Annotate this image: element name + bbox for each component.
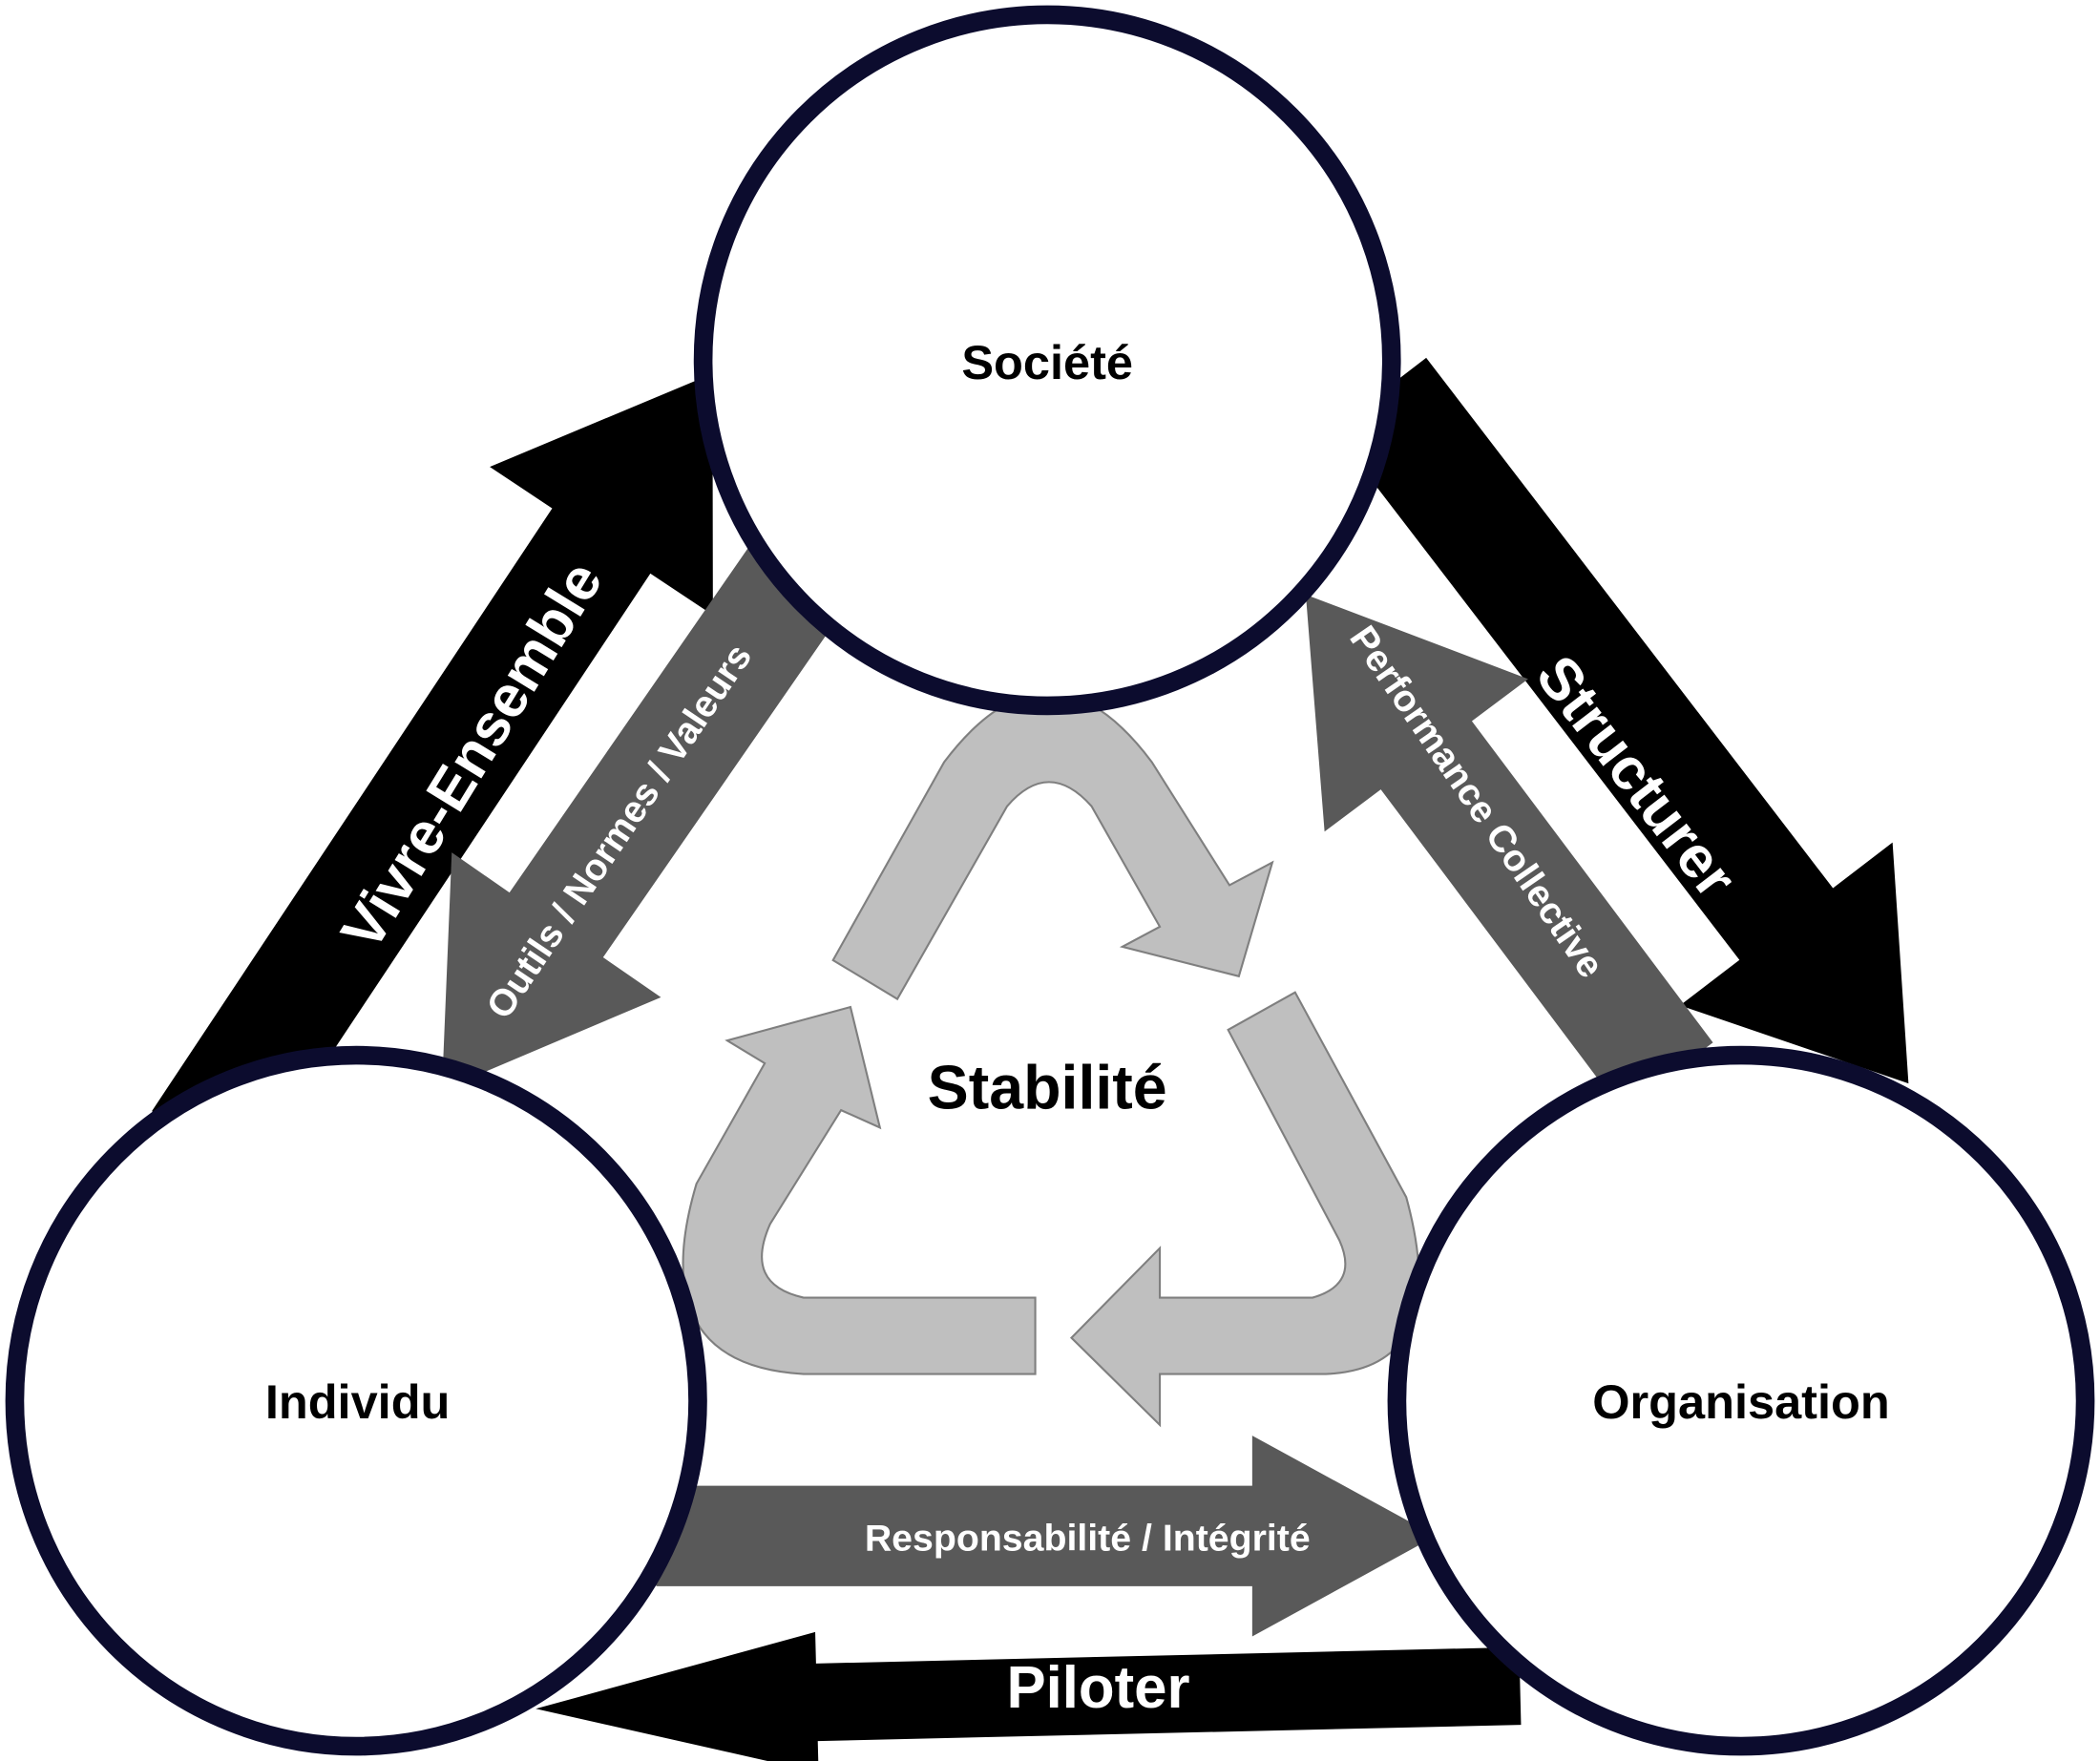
label-piloter: Piloter <box>1006 1655 1189 1721</box>
label-organisation: Organisation <box>1592 1374 1889 1429</box>
arrow-performance-collective <box>1305 594 1713 1111</box>
arrow-piloter <box>536 1631 1522 1761</box>
cycle-arrow-left <box>682 1005 1037 1375</box>
arrow-structurer <box>1333 357 1909 1084</box>
label-individu: Individu <box>265 1374 451 1429</box>
arrow-responsabilite-integrite <box>656 1436 1437 1637</box>
node-individu <box>5 1045 707 1756</box>
label-responsabilite-integrite: Responsabilité / Intégrité <box>865 1518 1311 1560</box>
label-societe: Société <box>961 335 1133 389</box>
arrow-layer <box>152 357 1909 1761</box>
arrow-vivre-ensemble <box>152 373 713 1177</box>
label-stabilite: Stabilité <box>928 1054 1167 1122</box>
node-organisation <box>1387 1045 2095 1756</box>
cycle-arrow-top <box>831 692 1274 1001</box>
node-societe <box>693 5 1401 716</box>
arrow-outils-normes-valeurs <box>442 535 850 1091</box>
